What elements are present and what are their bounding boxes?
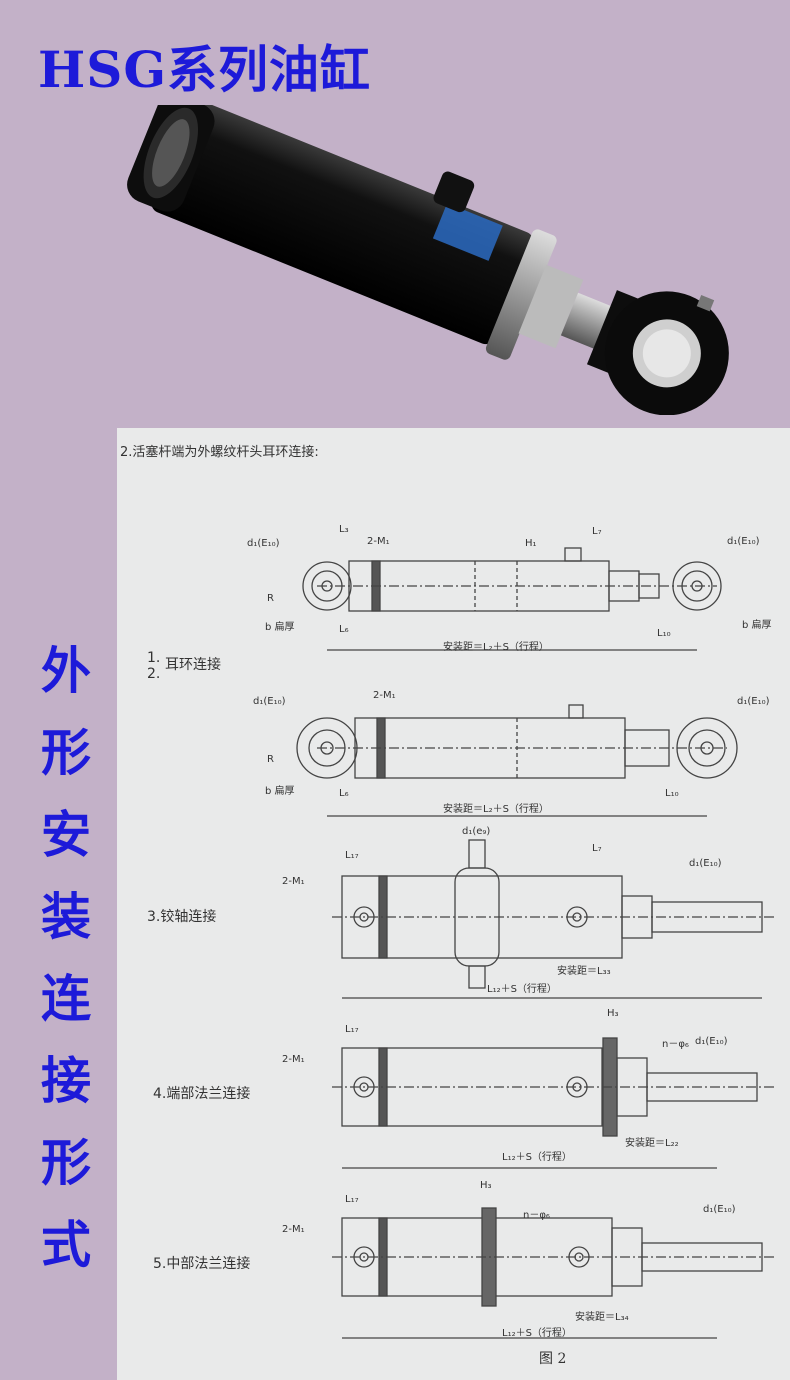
dim-H3-4: H₃	[607, 1008, 619, 1019]
technical-drawing-sheet: 2.活塞杆端为外螺纹杆头耳环连接:	[117, 428, 790, 1380]
dim-H3-5: H₃	[480, 1180, 492, 1191]
dim-b-thick-right: b 扁厚	[742, 620, 772, 631]
section-label-1: 1.2.	[147, 650, 161, 682]
dim-install-L2: 安装距＝L₂＋S（行程）	[443, 642, 549, 653]
dim-H1: H₁	[525, 538, 537, 549]
dim-d1E10-left-2: d₁(E₁₀)	[253, 696, 286, 707]
dim-install-L34: 安装距＝L₃₄	[575, 1312, 629, 1323]
side-title-char: 式	[41, 1216, 91, 1274]
dim-n-phi6-4: n－φ₆	[662, 1039, 689, 1050]
dim-d1E10-right: d₁(E₁₀)	[727, 536, 760, 547]
dim-install-L33: 安装距＝L₃₃	[557, 966, 611, 977]
section-label-3: 3.铰轴连接	[147, 909, 217, 925]
dim-2M1-2: 2-M₁	[373, 690, 396, 701]
dim-L12S-3: L₁₂＋S（行程）	[487, 984, 557, 995]
side-title-char: 外	[41, 642, 91, 700]
dim-d1E10-4: d₁(E₁₀)	[695, 1036, 728, 1047]
section-label-4: 4.端部法兰连接	[153, 1086, 251, 1102]
section-label-5: 5.中部法兰连接	[153, 1256, 251, 1272]
dim-L3: L₃	[339, 524, 349, 535]
dim-d1E10-5: d₁(E₁₀)	[703, 1204, 736, 1215]
dim-L12S-4: L₁₂＋S（行程）	[502, 1152, 572, 1163]
figure-caption: 图 2	[539, 1351, 567, 1367]
cylinder-photo	[127, 105, 729, 415]
dim-b-thick-2: b 扁厚	[265, 786, 295, 797]
dim-2M1-3: 2-M₁	[282, 876, 305, 887]
dim-d1E10-left: d₁(E₁₀)	[247, 538, 280, 549]
dim-n-phi6-5: n－φ₆	[523, 1210, 550, 1221]
dim-b-thick: b 扁厚	[265, 622, 295, 633]
dim-L17-4: L₁₇	[345, 1024, 359, 1035]
dim-L12S-5: L₁₂＋S（行程）	[502, 1328, 572, 1339]
dim-install-L22: 安装距＝L₂₂	[625, 1138, 679, 1149]
dim-d1E10-right-2: d₁(E₁₀)	[737, 696, 770, 707]
side-title-char: 连	[41, 970, 91, 1028]
dim-L6: L₆	[339, 624, 349, 635]
dim-L10: L₁₀	[657, 628, 671, 639]
dim-L7: L₇	[592, 526, 602, 537]
dim-2M1: 2-M₁	[367, 536, 390, 547]
dim-2M1-5: 2-M₁	[282, 1224, 305, 1235]
dim-R: R	[267, 593, 274, 604]
dim-2M1-4: 2-M₁	[282, 1054, 305, 1065]
dim-install-L2-2: 安装距＝L₂＋S（行程）	[443, 804, 549, 815]
dim-L10-2: L₁₀	[665, 788, 679, 799]
page-title: HSG系列油缸	[38, 40, 372, 99]
drawing-caption: 2.活塞杆端为外螺纹杆头耳环连接:	[120, 445, 319, 460]
dim-L7-3: L₇	[592, 843, 602, 854]
dim-d1e9: d₁(e₉)	[462, 826, 491, 837]
dim-L6-2: L₆	[339, 788, 349, 799]
side-title-char: 安	[41, 806, 91, 864]
dim-R-2: R	[267, 754, 274, 765]
side-title-char: 接	[41, 1052, 91, 1110]
technical-drawing	[296, 547, 777, 1339]
dim-L17-3: L₁₇	[345, 850, 359, 861]
side-title-char: 装	[41, 888, 91, 946]
side-title-char: 形	[41, 1134, 91, 1192]
dim-L17-5: L₁₇	[345, 1194, 359, 1205]
dim-d1E10-3: d₁(E₁₀)	[689, 858, 722, 869]
side-title-char: 形	[41, 724, 91, 782]
side-title: 外 形 安 装 连 接 形 式	[30, 630, 102, 1286]
section-text-1: 耳环连接	[165, 657, 221, 673]
